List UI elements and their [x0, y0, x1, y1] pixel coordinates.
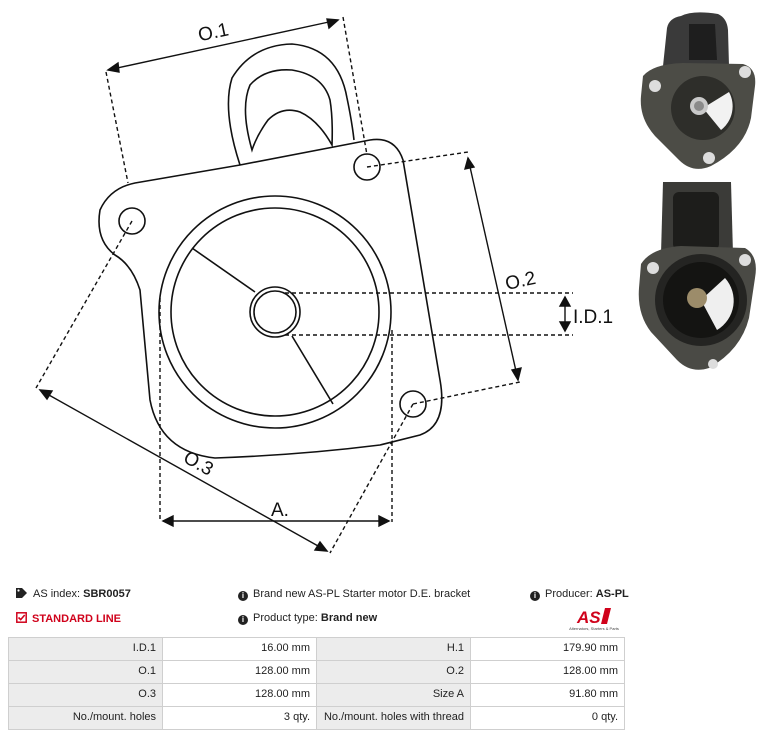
label-o1: O.1 — [196, 19, 230, 46]
check-square-icon — [16, 612, 27, 623]
shaft-hole-inner — [253, 290, 297, 334]
spec-label: O.3 — [8, 683, 163, 707]
as-pl-logo: AS Alternators, Starters & Parts — [569, 608, 619, 631]
mount-hole-left — [118, 207, 146, 235]
label-a: A. — [271, 500, 289, 521]
standard-line: STANDARD LINE — [16, 612, 121, 625]
product-type: i Product type: Brand new — [238, 612, 377, 625]
as-index-value: SBR0057 — [83, 588, 131, 600]
spec-value: 179.90 mm — [470, 637, 625, 661]
spec-label: Size A — [316, 683, 471, 707]
spec-value: 16.00 mm — [162, 637, 317, 661]
spec-label: O.2 — [316, 660, 471, 684]
outer-bore — [158, 195, 392, 429]
producer: i Producer: AS-PL — [530, 588, 629, 601]
label-o2: O.2 — [503, 268, 537, 295]
spec-label: No./mount. holes — [8, 706, 163, 730]
standard-line-text: STANDARD LINE — [32, 613, 122, 625]
info-icon: i — [530, 591, 540, 601]
logo-caption: Alternators, Starters & Parts — [569, 626, 619, 631]
top-lug — [227, 43, 355, 166]
as-index: AS index: SBR0057 — [16, 588, 131, 600]
spec-label: O.1 — [8, 660, 163, 684]
spec-label: H.1 — [316, 637, 471, 661]
spec-value: 128.00 mm — [162, 683, 317, 707]
as-index-label: AS index: — [33, 588, 81, 600]
cutaway-segment — [191, 247, 334, 405]
info-icon: i — [238, 591, 248, 601]
spec-label: I.D.1 — [8, 637, 163, 661]
description: i Brand new AS-PL Starter motor D.E. brac… — [238, 588, 470, 601]
spec-value: 91.80 mm — [470, 683, 625, 707]
label-id1: I.D.1 — [573, 307, 613, 328]
top-lug-inner — [244, 68, 334, 153]
product-type-value: Brand new — [320, 612, 378, 624]
flange-outline — [98, 138, 443, 459]
info-icon: i — [238, 615, 248, 625]
mount-hole-bottom — [399, 390, 427, 418]
producer-label: Producer: — [545, 588, 593, 600]
spec-value: 0 qty. — [470, 706, 625, 730]
inner-bore — [170, 207, 380, 417]
tag-icon — [16, 588, 27, 598]
bracket-diagram: O.1 O.2 O.3 I.D.1 A. — [35, 16, 613, 554]
product-photo-back — [638, 182, 756, 370]
spec-label: No./mount. holes with thread — [316, 706, 471, 730]
spec-value: 3 qty. — [162, 706, 317, 730]
product-photo-front — [640, 12, 756, 169]
spec-value: 128.00 mm — [162, 660, 317, 684]
producer-value: AS-PL — [595, 588, 629, 600]
logo-text: AS — [576, 608, 601, 627]
label-o3: O.3 — [180, 447, 217, 480]
mount-hole-top — [353, 153, 381, 181]
shaft-hole-outer — [249, 286, 301, 338]
spec-value: 128.00 mm — [470, 660, 625, 684]
product-type-label: Product type: — [253, 612, 318, 624]
description-text: Brand new AS-PL Starter motor D.E. brack… — [253, 588, 471, 600]
